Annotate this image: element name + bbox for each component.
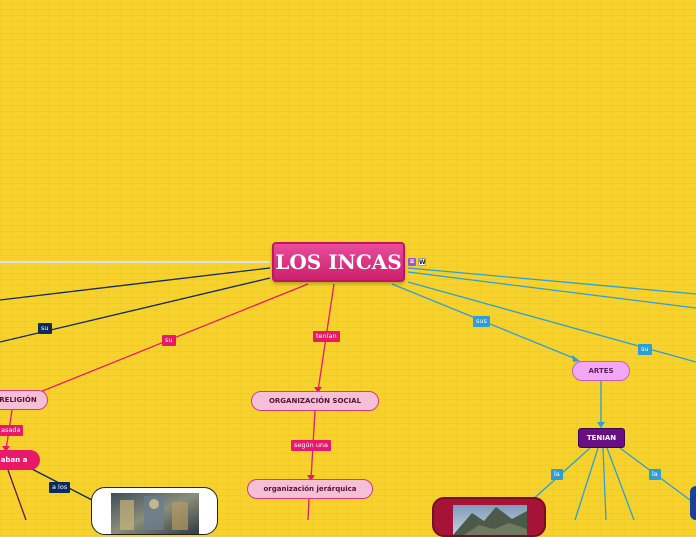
root-topic[interactable]: LOS INCAS	[272, 242, 405, 282]
root-title: LOS INCAS	[275, 250, 402, 274]
arrow-head	[572, 355, 580, 362]
link-label-basada[interactable]: asada	[0, 425, 24, 436]
link-label-la[interactable]: la	[649, 469, 661, 480]
connector-line	[0, 267, 271, 301]
image-node-mural[interactable]	[91, 487, 218, 535]
link-label-su[interactable]: su	[638, 344, 652, 355]
link-label-a-los[interactable]: a los	[49, 482, 71, 493]
link-label-su[interactable]: su	[38, 323, 52, 334]
connector-line	[606, 447, 635, 520]
node-adoraban[interactable]: aban a	[0, 450, 40, 470]
link-label-la[interactable]: la	[551, 469, 563, 480]
link-label-su[interactable]: su	[162, 335, 176, 346]
mural-image	[111, 493, 199, 534]
arrow-head	[597, 422, 605, 428]
node-tenian[interactable]: TENIAN	[578, 428, 625, 448]
connector-line	[407, 271, 696, 309]
connector-line	[407, 281, 696, 363]
link-label-sus[interactable]: sus	[473, 316, 490, 327]
wikipedia-icon[interactable]: W	[418, 258, 426, 266]
image-node-machu-picchu[interactable]	[432, 497, 546, 537]
link-label-tenian[interactable]: tenían	[313, 331, 340, 342]
offscreen-node[interactable]	[690, 486, 696, 520]
connector-line	[602, 447, 607, 520]
connector-line	[307, 498, 310, 520]
connector-line	[7, 469, 27, 520]
arrow-head	[314, 387, 322, 393]
list-icon[interactable]: ≡	[408, 258, 416, 266]
link-label-segun-una[interactable]: según una	[291, 440, 332, 451]
machu-picchu-image	[453, 505, 527, 535]
arrow-head	[2, 446, 10, 452]
connector-line	[574, 447, 599, 520]
node-artes[interactable]: ARTES	[572, 361, 630, 381]
node-organizacion-social[interactable]: ORGANIZACIÓN SOCIAL	[251, 391, 379, 411]
connector-line	[407, 267, 696, 295]
node-organizacion-jerarquica[interactable]: organización jerárquica	[247, 479, 373, 499]
node-religion[interactable]: RELIGIÓN	[0, 390, 48, 410]
arrow-head	[307, 475, 315, 481]
